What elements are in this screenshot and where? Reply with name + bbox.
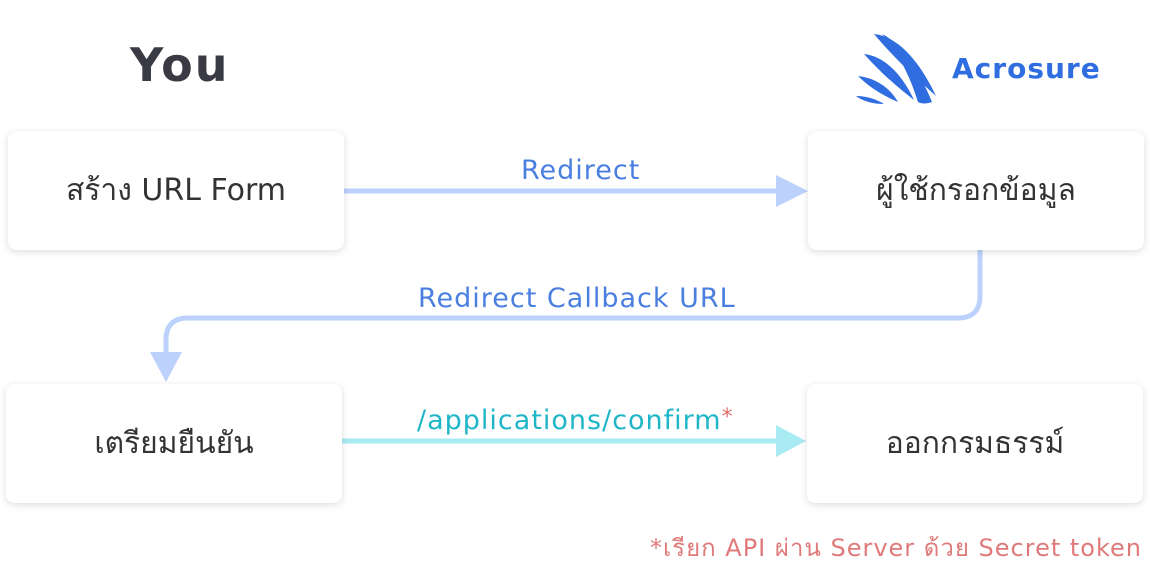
brand-name: Acrosure bbox=[952, 51, 1101, 85]
step-user-fills-info-label: ผู้ใช้กรอกข้อมูล bbox=[876, 173, 1076, 208]
callback-arrow bbox=[150, 250, 983, 382]
step-issue-policy-label: ออกกรมธรรม์ bbox=[885, 426, 1065, 461]
step-create-url-form-label: สร้าง URL Form bbox=[65, 173, 287, 208]
redirect-arrow bbox=[344, 175, 808, 207]
step-prepare-confirm-label: เตรียมยืนยัน bbox=[94, 426, 254, 461]
step-issue-policy: ออกกรมธรรม์ bbox=[807, 384, 1143, 503]
you-title: You bbox=[130, 38, 230, 92]
step-user-fills-info: ผู้ใช้กรอกข้อมูล bbox=[808, 131, 1144, 250]
confirm-arrow bbox=[342, 425, 806, 457]
step-prepare-confirm: เตรียมยืนยัน bbox=[6, 384, 342, 503]
confirm-endpoint-label: /applications/confirm* bbox=[417, 405, 734, 436]
secret-token-footnote: *เรียก API ผ่าน Server ด้วย Secret token bbox=[649, 534, 1142, 562]
confirm-asterisk: * bbox=[721, 405, 734, 430]
acrosure-brand: Acrosure bbox=[856, 30, 1101, 106]
redirect-callback-label: Redirect Callback URL bbox=[418, 283, 736, 314]
confirm-endpoint-text: /applications/confirm bbox=[417, 405, 722, 436]
step-create-url-form: สร้าง URL Form bbox=[8, 131, 344, 250]
redirect-label: Redirect bbox=[521, 155, 641, 186]
acrosure-wave-logo-icon bbox=[856, 34, 936, 104]
